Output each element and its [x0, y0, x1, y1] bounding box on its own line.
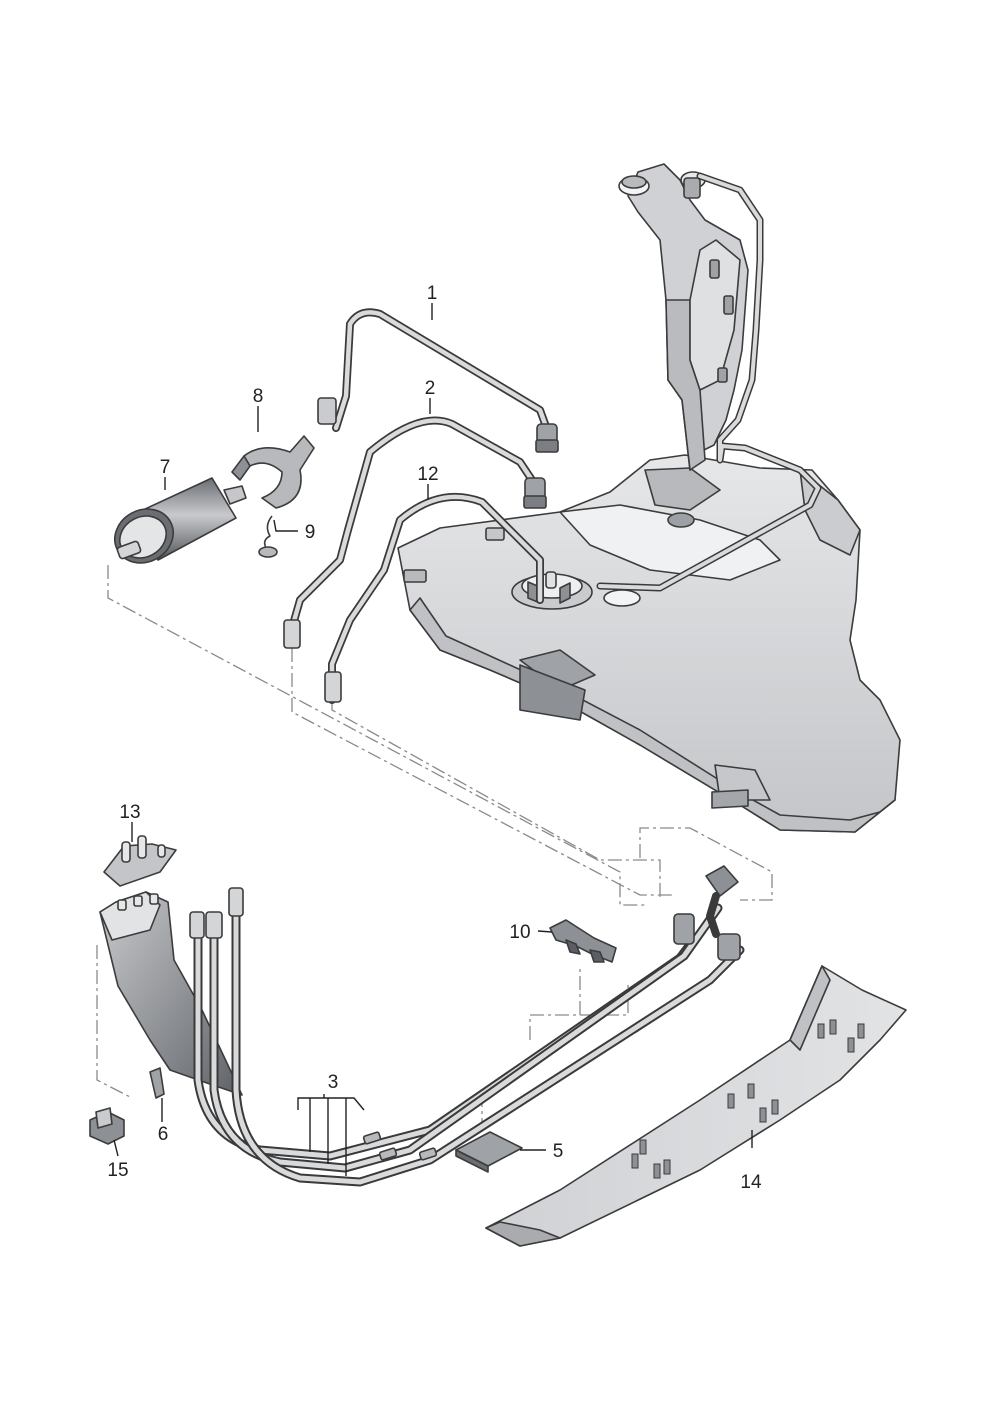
- callout-3: 3: [328, 1072, 339, 1093]
- foam-pad: [455, 1131, 523, 1173]
- fuel-hose-2: [283, 416, 547, 649]
- callout-labels: 1 2 12 8 7 9 10 13 3 5 6 15 14: [107, 283, 762, 1193]
- callout-13: 13: [119, 802, 140, 823]
- fuel-tank: [397, 454, 901, 833]
- vent-line: [596, 172, 822, 592]
- callout-8: 8: [253, 386, 264, 407]
- callout-6: 6: [158, 1124, 169, 1145]
- callout-1: 1: [427, 283, 438, 304]
- filler-neck-expansion-tank: [618, 163, 749, 471]
- bracket: [103, 835, 177, 887]
- leader-lines: [113, 303, 753, 1176]
- fuel-hose-12: [324, 492, 544, 704]
- pipe-cover: [99, 891, 243, 1099]
- filter-holder: [231, 435, 315, 509]
- callout-2: 2: [425, 378, 436, 399]
- pipe-clip: [549, 919, 617, 963]
- retaining-clip: [258, 515, 278, 558]
- callout-9: 9: [305, 522, 316, 543]
- underbody-panel: [485, 965, 907, 1247]
- upper-fuel-hoses: [283, 172, 822, 704]
- assembly-reference-lines: [96, 565, 773, 1122]
- panel-clips: [631, 1019, 865, 1179]
- callout-7: 7: [160, 457, 171, 478]
- fuel-hose-1: [332, 308, 559, 453]
- fuel-filter: [114, 477, 247, 564]
- callout-12: 12: [417, 464, 438, 485]
- callout-10: 10: [509, 922, 530, 943]
- fastener-clip: [89, 1107, 125, 1145]
- callout-14: 14: [740, 1172, 762, 1193]
- callout-5: 5: [553, 1141, 564, 1162]
- underbody-fuel-pipes: [189, 865, 745, 1187]
- callout-15: 15: [107, 1160, 128, 1181]
